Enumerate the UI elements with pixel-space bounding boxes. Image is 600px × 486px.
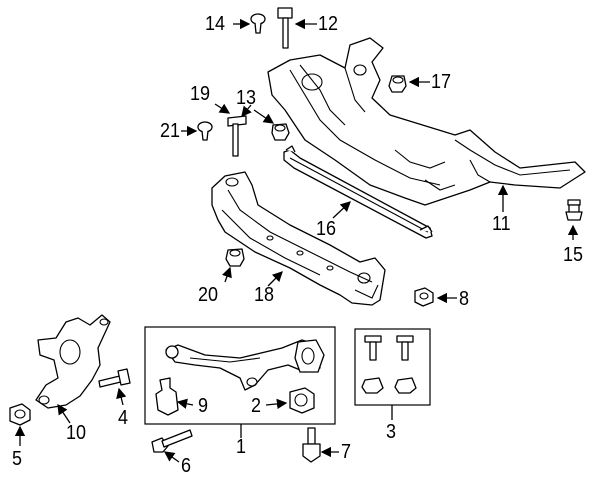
- part-2-bushing: [289, 387, 315, 414]
- callout-10: 10: [66, 422, 87, 444]
- part-19-clip: [227, 115, 247, 127]
- callout-2: 2: [251, 395, 262, 417]
- part-21-clip: [197, 121, 213, 141]
- callout-4: 4: [118, 407, 129, 429]
- callout-7: 7: [341, 441, 352, 463]
- part-17-bushing: [388, 75, 407, 93]
- part-1-control-arm-box: [144, 326, 336, 425]
- callout-13: 13: [236, 87, 257, 109]
- part-12-bolt: [277, 7, 293, 49]
- callout-9: 9: [198, 395, 209, 417]
- part-15-bolt: [565, 199, 583, 221]
- callout-12: 12: [318, 13, 339, 35]
- part-18-crossmember: [211, 171, 386, 306]
- part-14-clip: [250, 13, 266, 34]
- part-11-subframe: [267, 37, 586, 206]
- callout-15: 15: [563, 244, 584, 266]
- part-13-bushing: [271, 123, 290, 141]
- part-4-bolt: [98, 368, 131, 388]
- callout-18: 18: [254, 284, 275, 306]
- part-8-nut: [414, 287, 434, 307]
- callout-17: 17: [431, 71, 452, 93]
- part-3-hardware-box: [354, 328, 431, 406]
- part-10-knuckle: [35, 314, 111, 409]
- part-9-ball-joint: [155, 377, 179, 416]
- part-6-bolt: [151, 429, 193, 453]
- callout-1: 1: [236, 436, 247, 458]
- callout-16: 16: [316, 218, 337, 240]
- part-bolt-long: [232, 123, 239, 157]
- callout-19: 19: [190, 83, 211, 105]
- callout-14: 14: [205, 13, 226, 35]
- callout-8: 8: [459, 288, 470, 310]
- callout-leaders: [14, 18, 579, 463]
- part-5-nut: [9, 403, 31, 426]
- part-7-stud: [302, 427, 321, 463]
- callout-21: 21: [160, 120, 181, 142]
- callout-6: 6: [181, 455, 192, 477]
- part-16-brace: [283, 145, 433, 239]
- callout-3: 3: [386, 421, 397, 443]
- callout-11: 11: [492, 213, 511, 235]
- callout-5: 5: [12, 448, 23, 470]
- callout-20: 20: [198, 284, 219, 306]
- part-20-bushing: [225, 248, 245, 267]
